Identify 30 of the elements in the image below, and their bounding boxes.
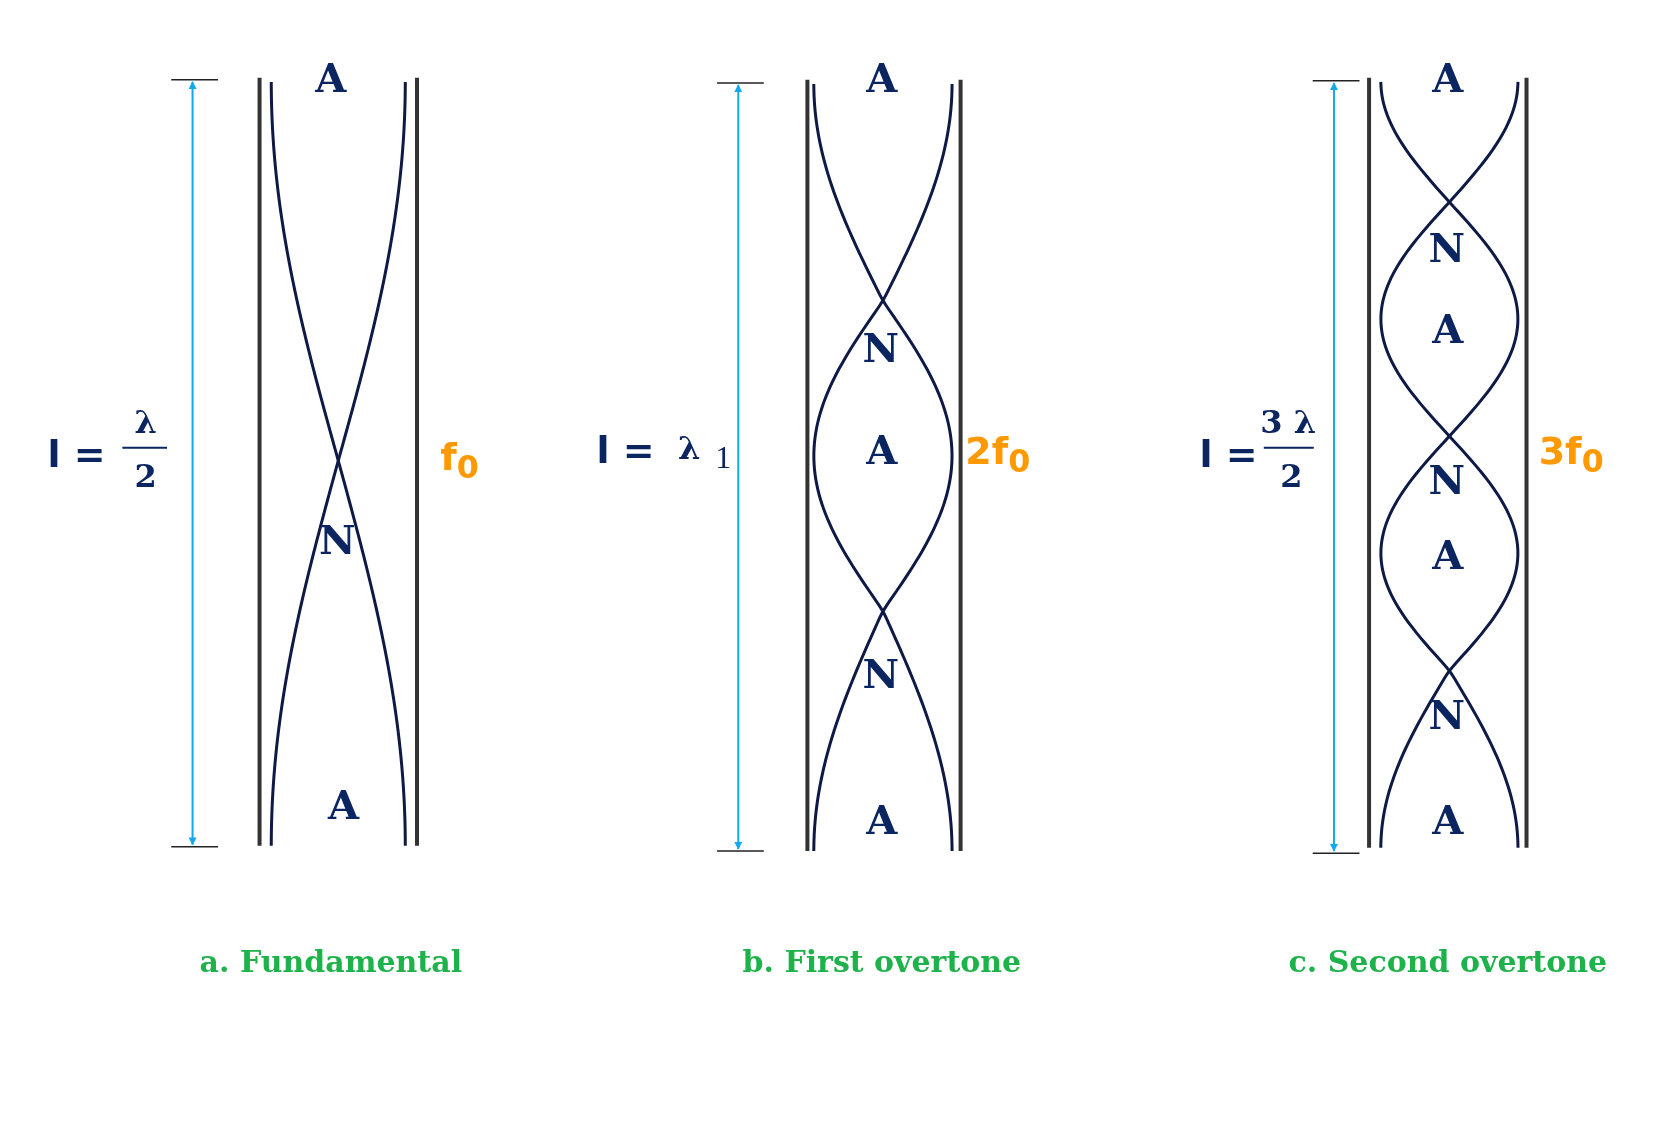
node-label: N — [1428, 459, 1465, 500]
node-label: N — [862, 327, 900, 368]
caption: a. Fundamental — [199, 946, 463, 977]
frequency-label: 3f$_{0}$ — [1538, 432, 1604, 479]
antinode-label: A — [866, 800, 898, 841]
antinode-label: A — [328, 785, 360, 826]
node-label: N — [862, 654, 900, 695]
antinode-label: A — [315, 57, 347, 98]
frequency-label: 2f$_{0}$ — [965, 432, 1031, 479]
node-label: N — [1428, 694, 1465, 735]
node-label: N — [1428, 227, 1465, 268]
frequency-label: f$_{0}$ — [440, 437, 479, 484]
antinode-label: A — [866, 57, 898, 98]
antinode-label: A — [866, 429, 898, 470]
caption: c. Second overtone — [1288, 946, 1608, 977]
wavelength-label: λ — [678, 431, 701, 464]
antinode-label: A — [1432, 57, 1464, 98]
fraction-denominator: 2 — [134, 459, 157, 492]
node-label: N — [318, 520, 356, 561]
fraction-numerator: λ — [134, 406, 157, 439]
antinode-label: A — [1432, 800, 1464, 841]
fraction-numerator: 3 λ — [1260, 406, 1317, 439]
caption: b. First overtone — [742, 946, 1022, 977]
antinode-label: A — [1432, 535, 1464, 576]
fraction-denominator: 2 — [1280, 459, 1303, 492]
length-label: l = — [596, 430, 655, 469]
length-label: l = — [47, 435, 106, 474]
length-label: l = — [1199, 435, 1258, 474]
antinode-label: A — [1432, 308, 1464, 349]
subscript-label: 1 — [715, 441, 732, 474]
